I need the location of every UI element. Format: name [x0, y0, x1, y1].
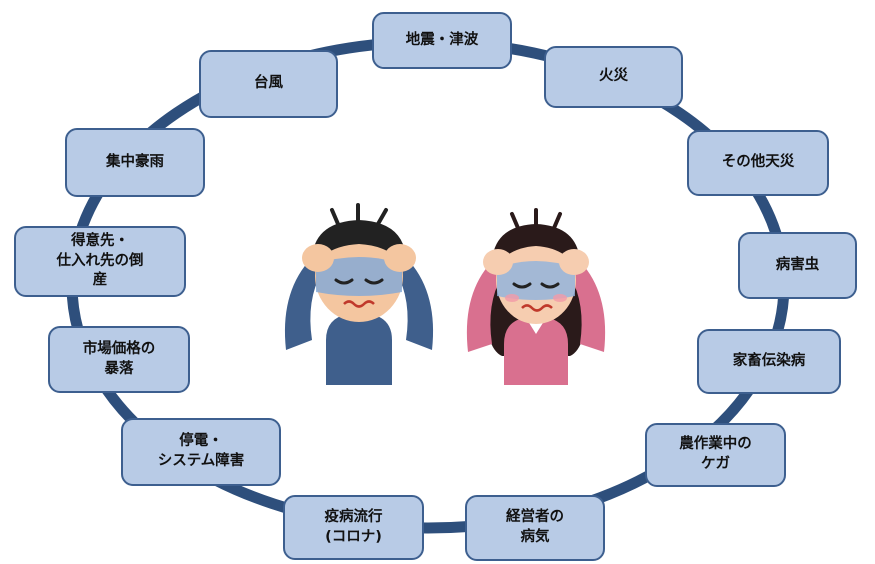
risk-box-earthquake-tsunami: 地震・津波 [372, 12, 512, 69]
risk-box-torrential-rain: 集中豪雨 [65, 128, 205, 197]
woman-hair-strand [510, 212, 520, 230]
man-hair-strand [330, 208, 340, 226]
risk-box-pests: 病害虫 [738, 232, 857, 299]
man-right-hand [384, 244, 416, 272]
worried-man-illustration [284, 203, 434, 385]
man-hair [311, 220, 407, 270]
man-hair-strand [376, 208, 388, 226]
man-mouth [343, 300, 375, 308]
woman-left-blush [505, 294, 519, 302]
man-shirt [326, 314, 392, 385]
risk-box-farm-work-injury: 農作業中の ケガ [645, 423, 786, 487]
risk-box-manager-illness: 経営者の 病気 [465, 495, 605, 561]
man-right-arm [396, 262, 434, 350]
risk-box-power-outage-system-failure: 停電・ システム障害 [121, 418, 281, 486]
risk-box-livestock-infectious-disease: 家畜伝染病 [697, 329, 841, 394]
man-gloom [316, 257, 402, 296]
woman-hair [491, 224, 581, 274]
man-left-hand [302, 244, 334, 272]
risk-box-business-partner-bankruptcy: 得意先・ 仕入れ先の倒 産 [14, 226, 186, 297]
woman-right-blush [553, 294, 567, 302]
risk-box-fire: 火災 [544, 46, 683, 108]
man-right-eye [364, 278, 384, 285]
risk-box-market-price-crash: 市場価格の 暴落 [48, 326, 190, 393]
risk-box-epidemic: 疫病流行 (コロナ) [283, 495, 424, 560]
woman-right-arm [570, 266, 606, 352]
woman-left-eye [512, 282, 532, 289]
risk-box-typhoon: 台風 [199, 50, 338, 118]
woman-left-hand [483, 249, 513, 275]
woman-shirt [504, 318, 568, 385]
man-left-eye [334, 278, 354, 285]
woman-mouth [521, 304, 553, 312]
worried-woman-illustration [466, 208, 606, 385]
man-left-arm [284, 262, 322, 350]
risk-box-other-natural-disasters: その他天災 [687, 130, 829, 196]
woman-left-arm [466, 266, 502, 352]
woman-hair-strand [552, 212, 562, 230]
woman-right-hand [559, 249, 589, 275]
woman-gloom [497, 261, 575, 300]
woman-right-eye [540, 282, 560, 289]
